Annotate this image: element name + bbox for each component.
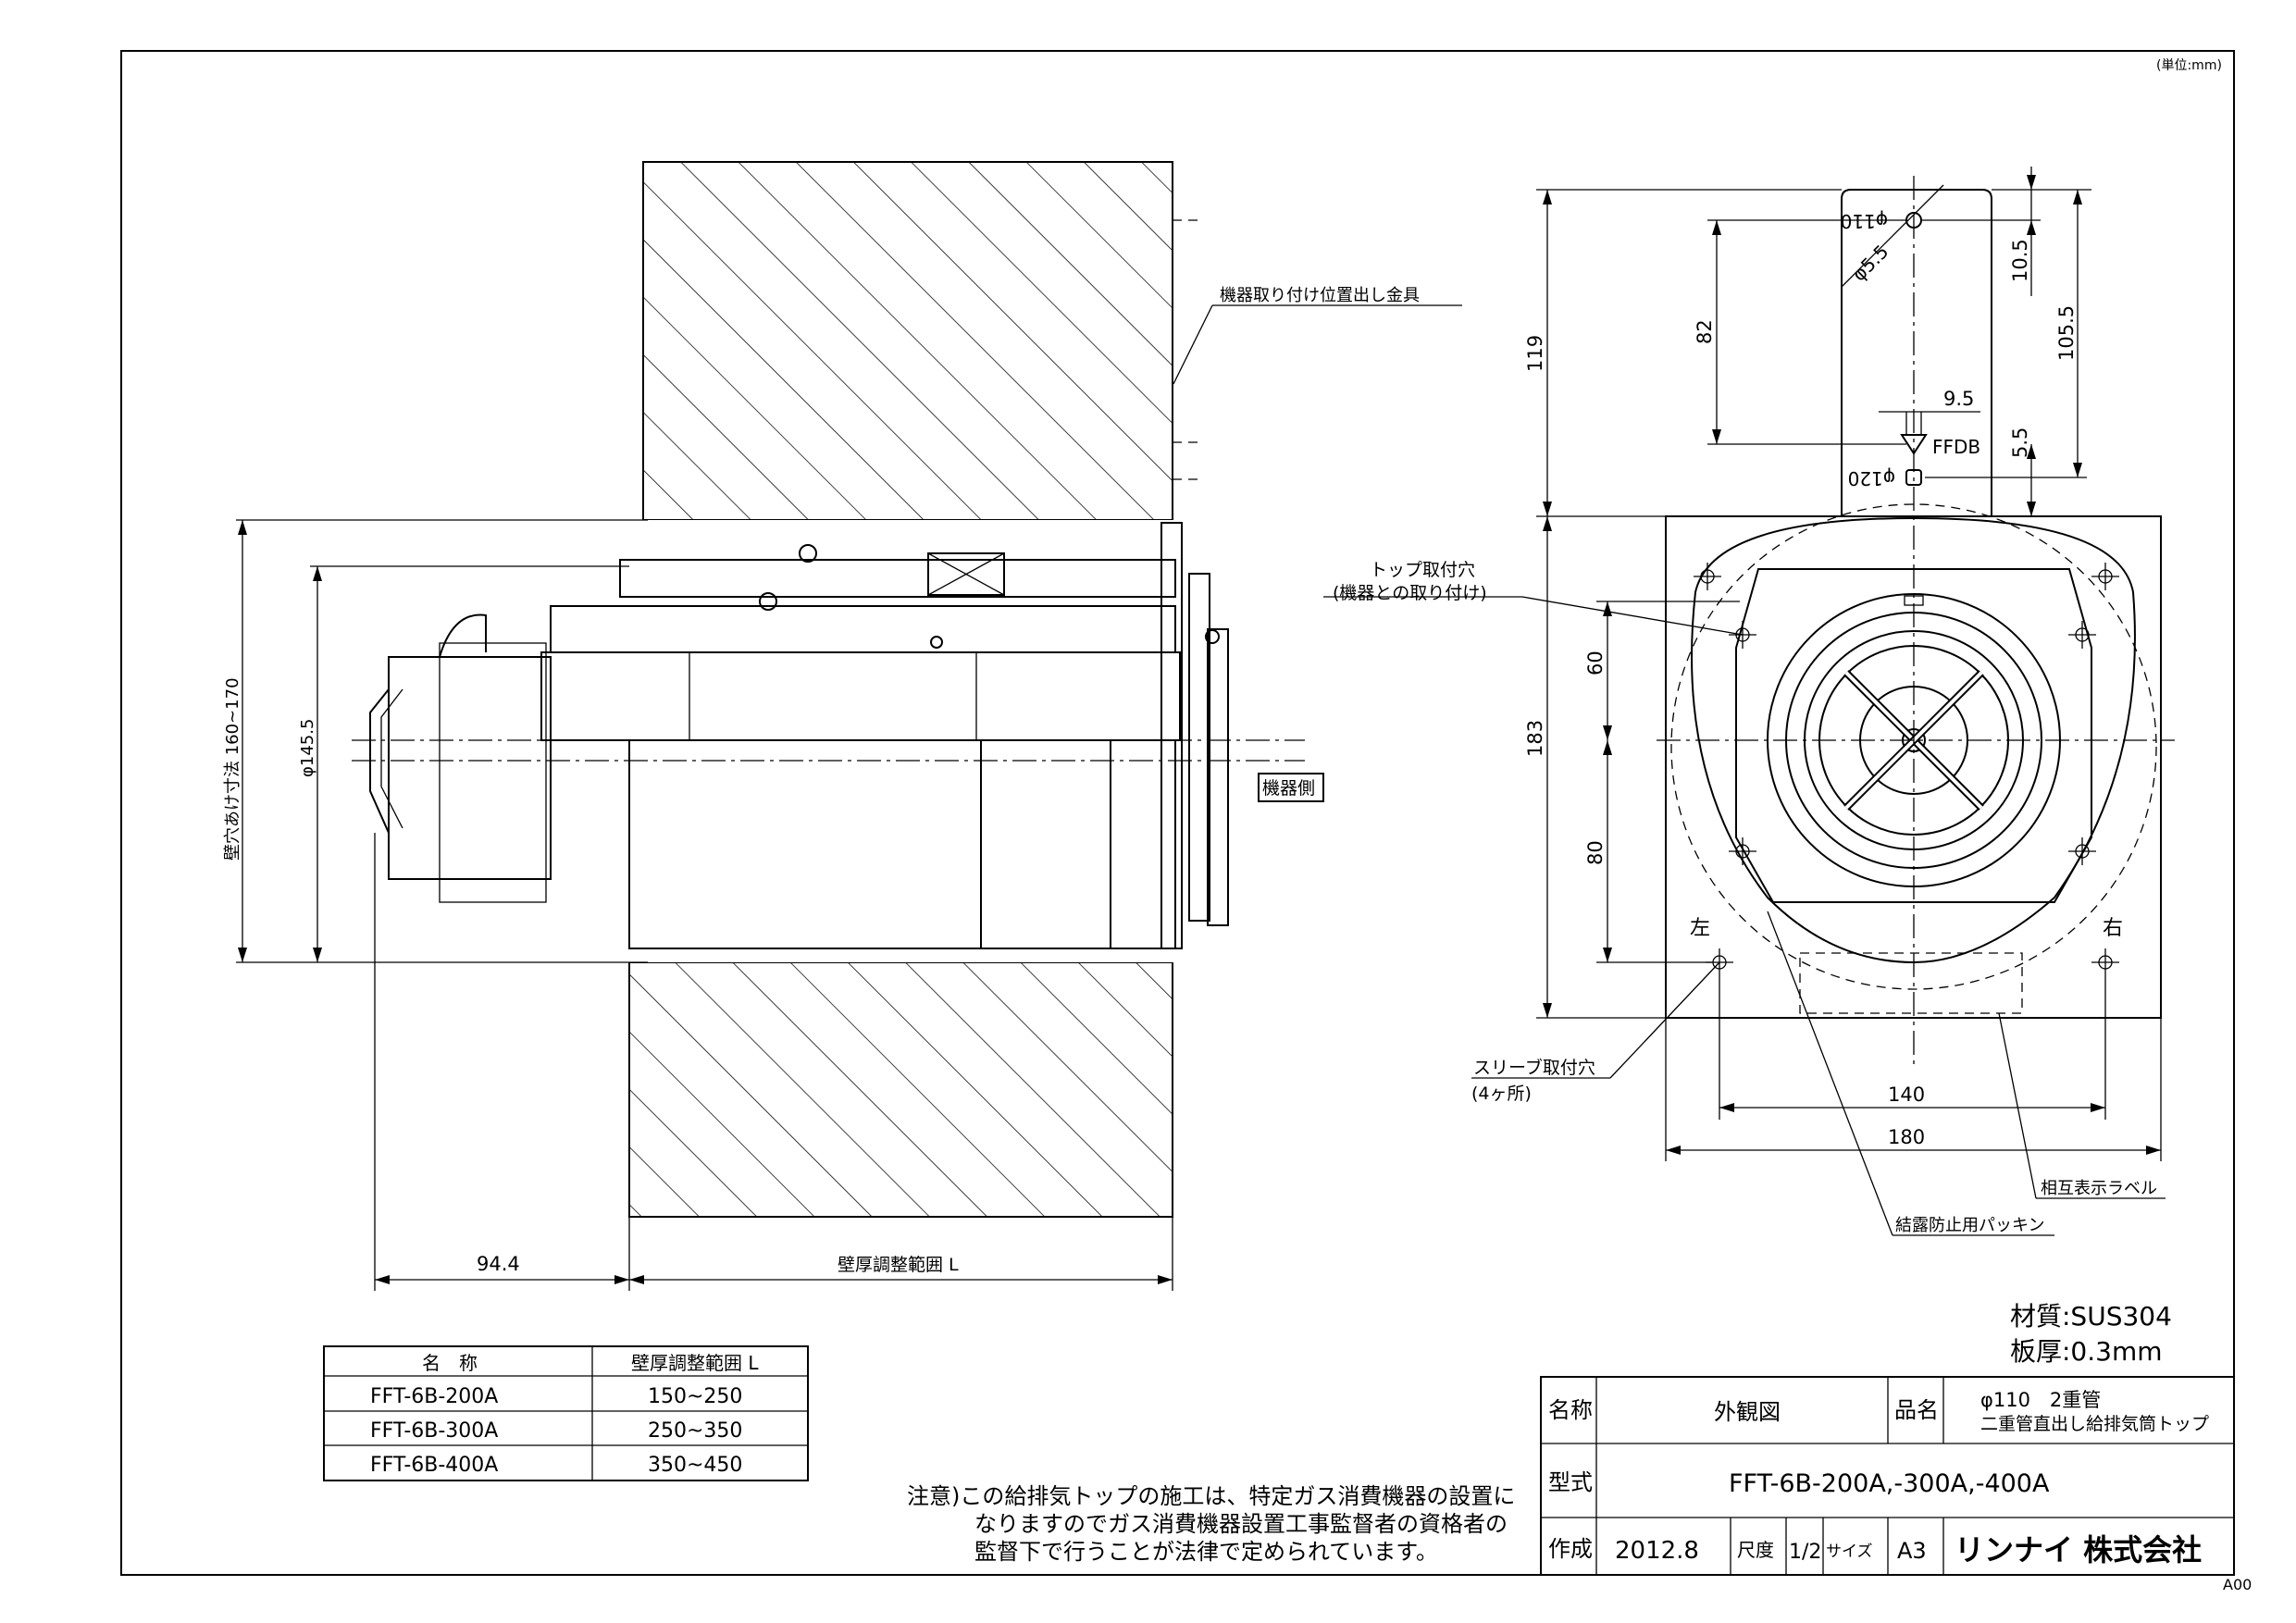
tb-name-value: 外観図 — [1714, 1399, 1781, 1425]
spacer-box — [927, 552, 1005, 596]
sleeve-label-2: (4ヶ所) — [1471, 1084, 1532, 1104]
top-hole-label-1: トップ取付穴 — [1370, 560, 1475, 580]
table-row-1-model: FFT-6B-200A — [370, 1385, 498, 1408]
dim-1055: 105.5 — [2055, 305, 2078, 361]
mutual-label-area — [1799, 952, 2023, 1014]
top-hole-label-2: (機器との取り付け) — [1333, 583, 1487, 603]
dim-140: 140 — [1888, 1084, 1925, 1106]
bolt-1 — [799, 544, 817, 563]
terminal-plate — [1735, 568, 2092, 903]
terminal-hood — [439, 613, 487, 658]
tb-product-value-1: φ110 2重管 — [1980, 1389, 2101, 1411]
dashed-outline-circle — [1670, 503, 2157, 990]
note-line-3: 監督下で行うことが法律で定められています。 — [974, 1539, 1438, 1565]
left-label: 左 — [1690, 917, 1710, 940]
table-row-1-range: 150~250 — [648, 1385, 742, 1408]
table-header-range: 壁厚調整範囲 L — [631, 1352, 759, 1374]
model-table — [323, 1345, 809, 1481]
terminal-guard — [369, 688, 390, 834]
tb-model-value: FFT-6B-200A,-300A,-400A — [1729, 1469, 2050, 1498]
tb-size-label: サイズ — [1826, 1542, 1873, 1561]
wall-hole-dim: 壁穴あけ寸法 160~170 — [223, 677, 242, 861]
terminal-shell — [439, 642, 547, 903]
bolt-4 — [1205, 629, 1220, 644]
tb-size-value: A3 — [1897, 1538, 1927, 1564]
phi55-dim: φ5.5 — [1848, 241, 1893, 286]
sheet-border — [120, 50, 2235, 1576]
dim-55: 5.5 — [2009, 427, 2031, 458]
tb-scale-value: 1/2 — [1789, 1541, 1821, 1564]
tb-product-value-2: 二重管直出し給排気筒トップ — [1980, 1414, 2209, 1434]
note-line-2: なりますのでガス消費機器設置工事監督者の資格者の — [974, 1511, 1508, 1537]
dim-80: 80 — [1584, 840, 1607, 865]
thickness-text: 板厚:0.3mm — [2010, 1336, 2163, 1367]
table-header-name: 名 称 — [422, 1352, 478, 1374]
note-line-1: 注意)この給排気トップの施工は、特定ガス消費機器の設置に — [907, 1483, 1515, 1509]
tb-product-label: 品名 — [1894, 1397, 1939, 1423]
dim-82: 82 — [1694, 319, 1716, 344]
table-row-2-model: FFT-6B-300A — [370, 1419, 498, 1443]
table-row-3-model: FFT-6B-400A — [370, 1454, 498, 1477]
tb-scale-label: 尺度 — [1737, 1539, 1774, 1561]
bolt-2 — [759, 592, 777, 611]
tb-name-label: 名称 — [1548, 1397, 1593, 1423]
dim-105: 10.5 — [2009, 239, 2031, 282]
flange-plate — [1160, 522, 1183, 949]
unit-note: (単位:mm) — [2156, 58, 2222, 73]
dim-183: 183 — [1524, 720, 1546, 757]
wall-lower — [628, 961, 1173, 1218]
offset-dim: 94.4 — [477, 1253, 520, 1275]
sheet-code: A00 — [2223, 1576, 2252, 1593]
material-text: 材質:SUS304 — [2010, 1301, 2172, 1332]
bolt-3 — [930, 636, 943, 649]
wall-upper — [642, 161, 1173, 521]
side-view: 機器取り付け位置出し金具 機器側 壁穴あけ寸法 160~170 φ145.5 9… — [223, 161, 1462, 1291]
sleeve-label-1: スリーブ取付穴 — [1473, 1057, 1595, 1078]
ffdb-mark — [1900, 434, 1928, 455]
tb-date-label: 作成 — [1548, 1536, 1593, 1562]
packing-label: 結露防止用パッキン — [1895, 1216, 2044, 1235]
dim-119: 119 — [1524, 335, 1546, 372]
tb-company: リンナイ 株式会社 — [1955, 1532, 2202, 1567]
title-block — [1540, 1376, 2235, 1576]
appliance-side-label: 機器側 — [1262, 778, 1315, 799]
ffdb-label: FFDB — [1932, 436, 1980, 458]
tb-model-label: 型式 — [1548, 1469, 1593, 1495]
pipe-top-sleeve — [619, 559, 1176, 598]
dim-60: 60 — [1584, 650, 1607, 675]
table-row-2-range: 250~350 — [648, 1419, 742, 1443]
tb-date-value: 2012.8 — [1615, 1537, 1699, 1565]
mutual-label: 相互表示ラベル — [2041, 1179, 2157, 1198]
dim-95: 9.5 — [1943, 388, 1974, 410]
dim-180: 180 — [1888, 1126, 1925, 1148]
diameter-dim: φ145.5 — [298, 719, 317, 777]
flange-ring — [1188, 573, 1210, 922]
terminal-cap — [388, 656, 552, 880]
flange-packing — [1207, 628, 1229, 926]
appliance-side-box — [1258, 773, 1324, 802]
wall-range-dim: 壁厚調整範囲 L — [838, 1255, 959, 1275]
bracket-label: 機器取り付け位置出し金具 — [1220, 286, 1420, 305]
table-row-3-range: 350~450 — [648, 1454, 742, 1477]
phi120-dim: φ120 — [1848, 467, 1895, 489]
phi110-dim: φ110 — [1841, 210, 1888, 232]
right-label: 右 — [2103, 917, 2123, 940]
mount-bracket — [1841, 189, 1992, 516]
front-view: 左 右 φ110 φ5.5 82 10.5 105.5 9.5 FFDB 5.5… — [1323, 167, 2175, 1236]
